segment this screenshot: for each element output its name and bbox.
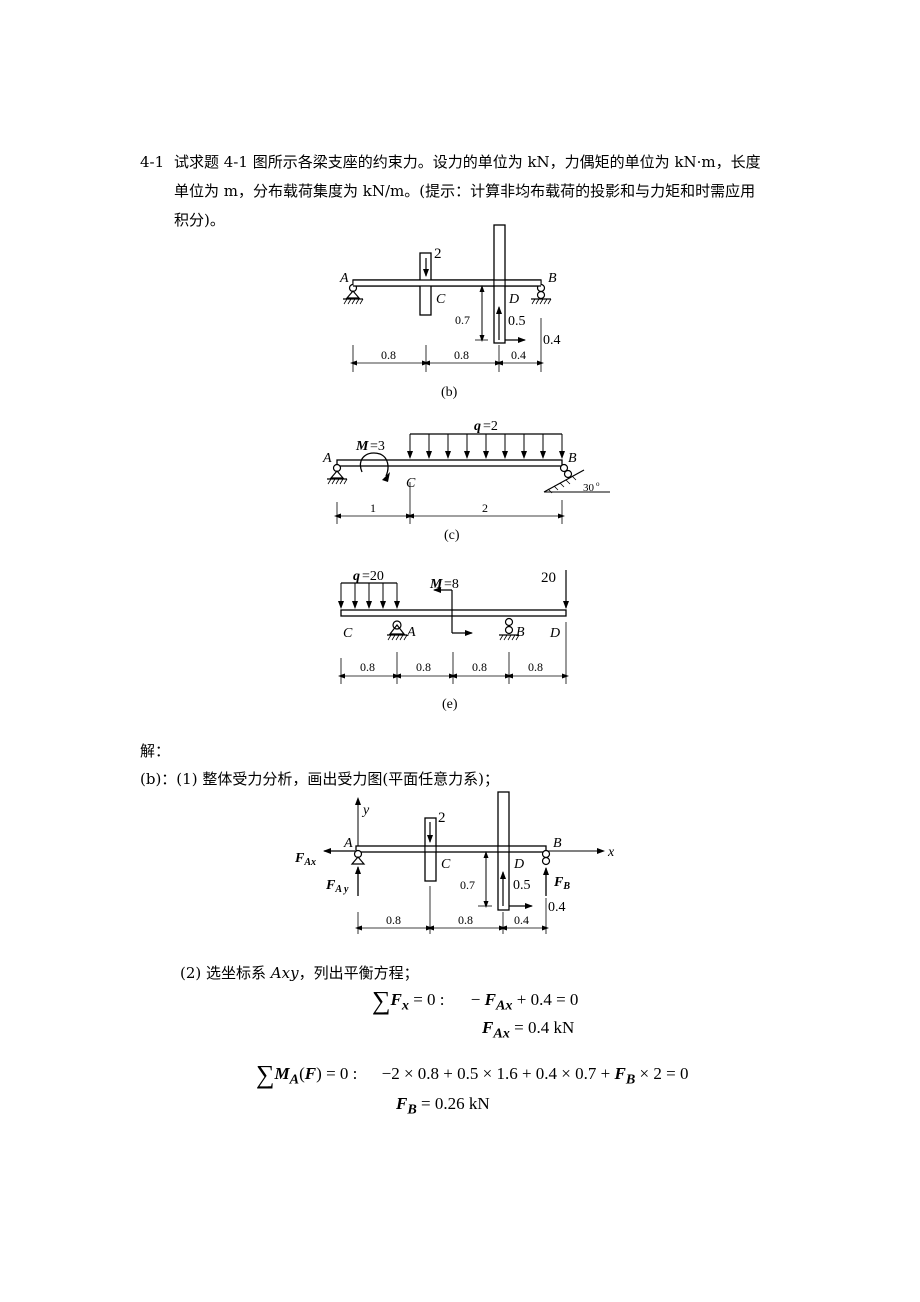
label-a: A [406, 625, 416, 640]
dim-1: 1 [370, 501, 376, 515]
dim-2: 0.8 [454, 348, 469, 362]
pin-support-a [327, 463, 348, 485]
dim-3: 0.4 [514, 913, 529, 927]
caption-c: (c) [444, 528, 460, 543]
pin-support-a [343, 283, 364, 305]
label-a: A [322, 451, 332, 466]
moment-symbol: M [355, 439, 369, 454]
label-c: C [436, 292, 446, 307]
roller-b [541, 849, 551, 866]
load-value: =20 [362, 569, 384, 584]
label-force-2: 2 [434, 246, 442, 262]
angle-unit: o [596, 480, 600, 488]
load-value: =2 [483, 419, 498, 434]
solution-step-2: (2) 选坐标系 Axy，列出平衡方程； [180, 964, 419, 982]
load-symbol: q [353, 569, 360, 584]
dim-2: 0.8 [458, 913, 473, 927]
axes-label: Axy [270, 964, 299, 982]
fbd-diagram: y x A B C D 2 0.5 0.4 0.7 FAx FA y FB 0.… [294, 791, 615, 934]
dim-3: 0.4 [511, 348, 526, 362]
moment-value: =3 [370, 439, 385, 454]
dim-1: 0.8 [381, 348, 396, 362]
label-fax: FAx [294, 851, 316, 868]
figure-b: A B C D 2 0.5 0.4 0.7 0.8 0.8 0.4 (b) [320, 220, 580, 405]
label-b: B [553, 836, 562, 851]
label-force-05: 0.5 [508, 314, 526, 329]
label-force-05: 0.5 [513, 878, 531, 893]
beam [336, 459, 563, 467]
label-b: B [548, 271, 557, 286]
label-height-07: 0.7 [455, 313, 470, 327]
caption-e: (e) [442, 697, 458, 712]
solution-step-1: (b)：(1) 整体受力分析，画出受力图(平面任意力系)； [140, 770, 500, 788]
label-b: B [568, 451, 577, 466]
problem-line-3: 积分)。 [174, 211, 225, 229]
dim-1: 0.8 [386, 913, 401, 927]
problem-statement: 4-1 试求题 4-1 图所示各梁支座的约束力。设力的单位为 kN，力偶矩的单位… [140, 148, 800, 235]
moment-value: =8 [444, 577, 459, 592]
figure-c-diagram: A B C M =3 q =2 30 o 1 2 (c) [322, 419, 610, 543]
distributed-load-arrows [407, 434, 565, 459]
label-fb: FB [553, 875, 570, 892]
free-body-diagram: y x A B C D 2 0.5 0.4 0.7 FAx FA y FB 0.… [288, 788, 628, 948]
dim-2: 0.8 [416, 660, 431, 674]
label-force-2: 2 [438, 810, 446, 826]
roller-support-b [531, 283, 552, 305]
couple-arrows [433, 587, 473, 636]
moment-symbol: M [429, 577, 443, 592]
beam [340, 609, 567, 617]
problem-line-2: 单位为 m，分布载荷集度为 kN/m。(提示：计算非均布载荷的投影和与力矩和时需… [174, 182, 756, 200]
solution-heading: 解： [140, 742, 171, 760]
label-force-04: 0.4 [548, 900, 566, 915]
label-a: A [339, 271, 349, 286]
label-x: x [607, 845, 615, 860]
label-height-07: 0.7 [460, 878, 475, 892]
label-d: D [508, 292, 519, 307]
couple-arrow [359, 452, 389, 477]
load-symbol: q [474, 419, 481, 434]
pin-support-a [387, 620, 408, 641]
label-a: A [343, 836, 353, 851]
label-c: C [343, 626, 353, 641]
roller-support-b [543, 463, 610, 494]
equation-sum-fx: ∑Fx = 0 : − FAx + 0.4 = 0 [372, 986, 579, 1015]
label-c: C [441, 857, 451, 872]
figure-e: q =20 M =8 20 C A B D 0.8 0.8 0.8 0.8 (e… [328, 562, 588, 714]
pin-a [350, 849, 366, 865]
result-fb: FB = 0.26 kN [396, 1094, 490, 1118]
problem-line-1: 试求题 4-1 图所示各梁支座的约束力。设力的单位为 kN，力偶矩的单位为 kN… [174, 153, 761, 171]
beam [355, 845, 547, 853]
equation-sum-ma: ∑MA(F) = 0 : −2 × 0.8 + 0.5 × 1.6 + 0.4 … [256, 1060, 689, 1089]
problem-number: 4-1 [140, 153, 165, 171]
label-d: D [513, 857, 524, 872]
figure-e-diagram: q =20 M =8 20 C A B D 0.8 0.8 0.8 0.8 (e… [338, 569, 569, 712]
label-c: C [406, 476, 416, 491]
figure-c: A B C M =3 q =2 30 o 1 2 (c) [318, 412, 618, 547]
label-fay: FA y [325, 878, 349, 895]
label-d: D [549, 626, 560, 641]
dim-3: 0.8 [472, 660, 487, 674]
label-force-20: 20 [541, 570, 556, 586]
caption-b: (b) [441, 385, 458, 400]
distributed-load-arrows [338, 583, 400, 609]
figure-b-diagram: A B C D 2 0.5 0.4 0.7 0.8 0.8 0.4 (b) [339, 224, 561, 400]
roller-support-b [499, 617, 520, 641]
angle-label: 30 [583, 482, 595, 494]
label-force-04: 0.4 [543, 333, 561, 348]
label-y: y [361, 803, 370, 818]
dim-4: 0.8 [528, 660, 543, 674]
dim-2: 2 [482, 501, 488, 515]
label-b: B [516, 625, 525, 640]
result-fax: FAx = 0.4 kN [482, 1018, 575, 1042]
dim-1: 0.8 [360, 660, 375, 674]
